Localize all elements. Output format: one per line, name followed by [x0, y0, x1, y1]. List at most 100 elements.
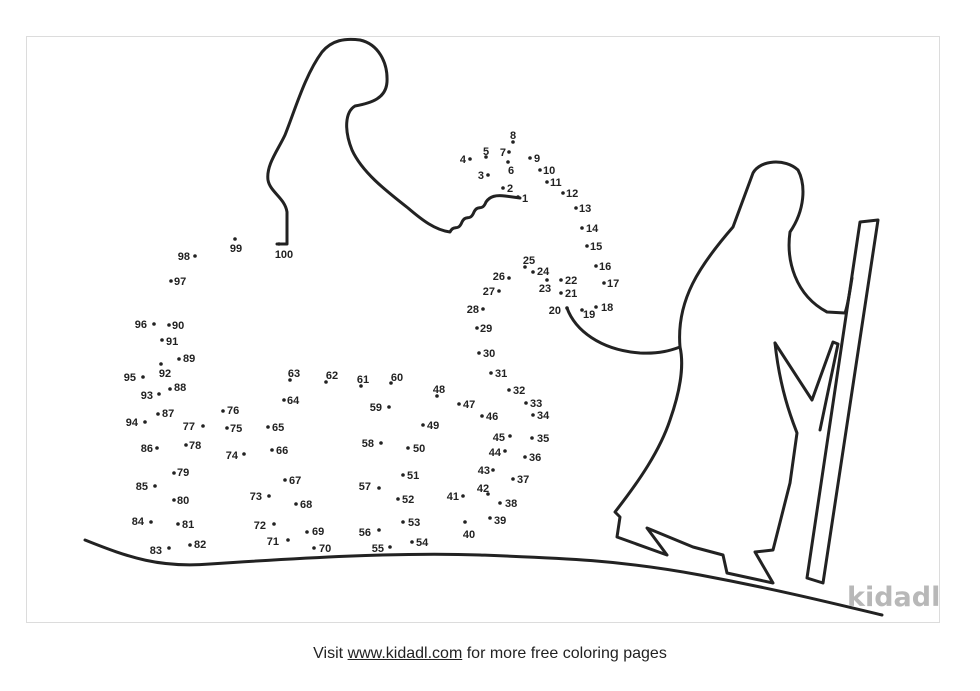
dot-label-69: 69: [312, 526, 324, 538]
shepherd-arm-outline: [565, 306, 682, 355]
dot-98: [193, 254, 197, 258]
dot-label-12: 12: [566, 188, 578, 200]
dot-label-47: 47: [463, 399, 475, 411]
dot-6: [506, 160, 510, 164]
dot-43: [491, 468, 495, 472]
dot-2: [501, 186, 505, 190]
dot-38: [498, 501, 502, 505]
dot-46: [480, 414, 484, 418]
dot-label-76: 76: [227, 405, 239, 417]
dot-label-66: 66: [276, 445, 288, 457]
dot-76: [221, 409, 225, 413]
dot-label-16: 16: [599, 261, 611, 273]
dot-99: [233, 237, 237, 241]
dot-66: [270, 448, 274, 452]
dot-label-25: 25: [523, 255, 535, 267]
dot-label-94: 94: [126, 417, 139, 429]
dot-15: [585, 244, 589, 248]
dot-16: [594, 264, 598, 268]
mother-figure-outline: [266, 37, 522, 246]
dot-label-40: 40: [463, 529, 475, 541]
dot-88: [168, 387, 172, 391]
dot-label-19: 19: [583, 309, 595, 321]
dot-20: [565, 306, 569, 310]
dot-57: [377, 486, 381, 490]
dot-label-48: 48: [433, 384, 445, 396]
dot-65: [266, 425, 270, 429]
dot-label-20: 20: [549, 305, 561, 317]
dot-label-52: 52: [402, 494, 414, 506]
dot-label-32: 32: [513, 385, 525, 397]
dot-84: [149, 520, 153, 524]
kidadl-link[interactable]: www.kidadl.com: [347, 645, 463, 662]
dot-label-59: 59: [370, 402, 382, 414]
dot-50: [406, 446, 410, 450]
dot-42: [486, 492, 490, 496]
dot-19: [580, 308, 584, 312]
footer: Visit www.kidadl.com for more free color…: [0, 645, 980, 663]
dot-label-67: 67: [289, 475, 301, 487]
dot-label-8: 8: [510, 130, 516, 142]
dot-label-7: 7: [500, 147, 506, 159]
dot-label-61: 61: [357, 374, 369, 386]
dot-label-80: 80: [177, 495, 189, 507]
dot-83: [167, 546, 171, 550]
dot-74: [242, 452, 246, 456]
dot-label-15: 15: [590, 241, 602, 253]
dot-47: [457, 402, 461, 406]
dot-41: [461, 494, 465, 498]
dot-52: [396, 497, 400, 501]
dot-48: [435, 394, 439, 398]
dot-label-5: 5: [483, 146, 489, 158]
dot-58: [379, 441, 383, 445]
dot-label-13: 13: [579, 203, 591, 215]
dot-23: [545, 278, 549, 282]
dot-label-83: 83: [150, 545, 162, 557]
dot-87: [156, 412, 160, 416]
dot-label-89: 89: [183, 353, 195, 365]
shepherd-figure-outline: [678, 160, 854, 349]
dot-8: [511, 140, 515, 144]
dot-label-85: 85: [136, 481, 148, 493]
dot-78: [184, 443, 188, 447]
dot-94: [143, 420, 147, 424]
dot-label-58: 58: [362, 438, 374, 450]
dot-85: [153, 484, 157, 488]
dot-25: [523, 265, 527, 269]
dot-82: [188, 543, 192, 547]
dot-37: [511, 477, 515, 481]
dot-91: [160, 338, 164, 342]
dot-label-26: 26: [493, 271, 505, 283]
dot-30: [477, 351, 481, 355]
dot-label-62: 62: [326, 370, 338, 382]
dot-77: [201, 424, 205, 428]
dot-95: [141, 375, 145, 379]
dot-label-72: 72: [254, 520, 266, 532]
dot-label-34: 34: [537, 410, 550, 422]
dot-70: [312, 546, 316, 550]
dot-label-53: 53: [408, 517, 420, 529]
dot-75: [225, 426, 229, 430]
dot-12: [561, 191, 565, 195]
dot-label-90: 90: [172, 320, 184, 332]
dot-31: [489, 371, 493, 375]
dot-label-82: 82: [194, 539, 206, 551]
dot-55: [388, 545, 392, 549]
dot-93: [157, 392, 161, 396]
dot-label-56: 56: [359, 527, 371, 539]
dot-label-73: 73: [250, 491, 262, 503]
dot-label-10: 10: [543, 165, 555, 177]
dot-label-1: 1: [522, 193, 528, 205]
dot-69: [305, 530, 309, 534]
dot-label-27: 27: [483, 286, 495, 298]
footer-suffix: for more free coloring pages: [466, 645, 667, 662]
dot-label-51: 51: [407, 470, 419, 482]
dot-label-30: 30: [483, 348, 495, 360]
kidadl-watermark: kidadl: [847, 582, 940, 613]
dot-90: [167, 323, 171, 327]
dot-label-4: 4: [460, 154, 467, 166]
dot-label-71: 71: [267, 536, 279, 548]
dot-label-57: 57: [359, 481, 371, 493]
dot-label-87: 87: [162, 408, 174, 420]
